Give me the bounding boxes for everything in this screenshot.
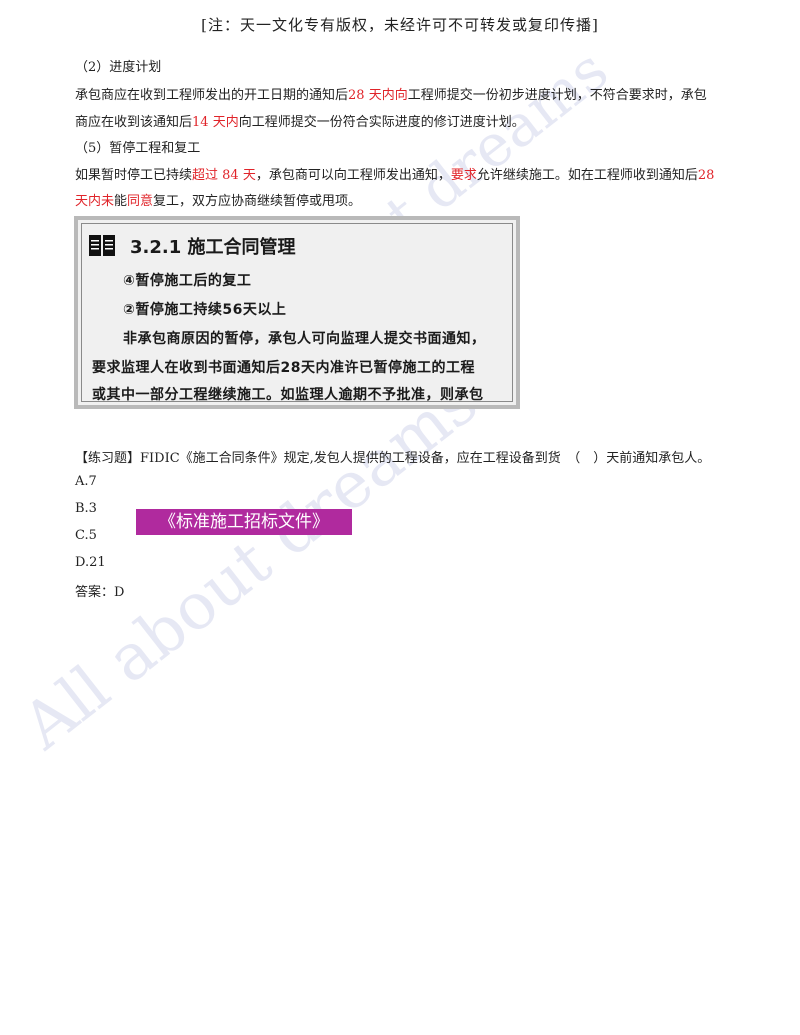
section5-heading: （5）暂停工程和复工 [75,141,201,156]
section5-line1: 如果暂时停工已持续超过 84 天，承包商可以向工程师发出通知，要求允许继续施工。… [75,164,714,183]
text: 承包商应在收到工程师发出的开工日期的通知后 [75,88,349,103]
highlight-text: 同意 [127,194,154,209]
slide-line: 非承包商原因的暂停，承包人可向监理人提交书面通知， [123,331,486,347]
slide-title: 3.2.1 施工合同管理 [130,237,296,258]
text: 如果暂时停工已持续 [75,168,193,183]
option-a: A.7 [75,474,97,489]
section5-line2: 天内未能同意复工，双方应协商继续暂停或甩项。 [75,190,361,209]
text: 能 [114,194,128,209]
slide-line: ②暂停施工持续56天以上 [123,302,287,318]
section2-heading: （2）进度计划 [75,60,162,75]
answer: 答案：D [75,585,125,600]
copyright-header: [注：天一文化专有版权，未经许可不可转发或复印传播] [201,16,599,34]
text: 向工程师提交一份符合实际进度的修订进度计划。 [238,115,525,130]
highlight-text: 28 天内向 [348,88,408,103]
slide-frame [81,223,513,402]
highlight-text: 14 天内 [192,115,239,130]
book-icon [89,235,115,256]
purple-label-stamp: 《标准施工招标文件》 [136,509,352,535]
highlight-text: 天内未 [75,194,115,209]
option-d: D.21 [75,555,106,570]
highlight-text: 要求 [450,168,477,183]
text: ，承包商可以向工程师发出通知， [255,168,451,183]
highlight-text: 28 [697,168,715,183]
section2-line2: 商应在收到该通知后14 天内向工程师提交一份符合实际进度的修订进度计划。 [75,111,525,130]
highlight-text: 超过 84 天 [192,168,256,183]
slide-line: 或其中一部分工程继续施工。如监理人逾期不予批准，则承包 [92,387,484,403]
slide-screenshot: 3.2.1 施工合同管理 ④暂停施工后的复工 ②暂停施工持续56天以上 非承包商… [74,216,520,409]
text: 复工，双方应协商继续暂停或甩项。 [153,194,362,209]
option-c: C.5 [75,528,97,543]
slide-line: ④暂停施工后的复工 [123,273,252,289]
text: 工程师提交一份初步进度计划，不符合要求时，承包 [407,88,707,103]
slide-line: 要求监理人在收到书面通知后28天内准许已暂停施工的工程 [92,360,475,376]
text: 允许继续施工。如在工程师收到通知后 [476,168,698,183]
section2-line1: 承包商应在收到工程师发出的开工日期的通知后28 天内向工程师提交一份初步进度计划… [75,84,707,103]
exercise-question: 【练习题】FIDIC《施工合同条件》规定,发包人提供的工程设备，应在工程设备到货… [75,451,711,466]
text: 商应在收到该通知后 [75,115,193,130]
option-b: B.3 [75,501,97,516]
